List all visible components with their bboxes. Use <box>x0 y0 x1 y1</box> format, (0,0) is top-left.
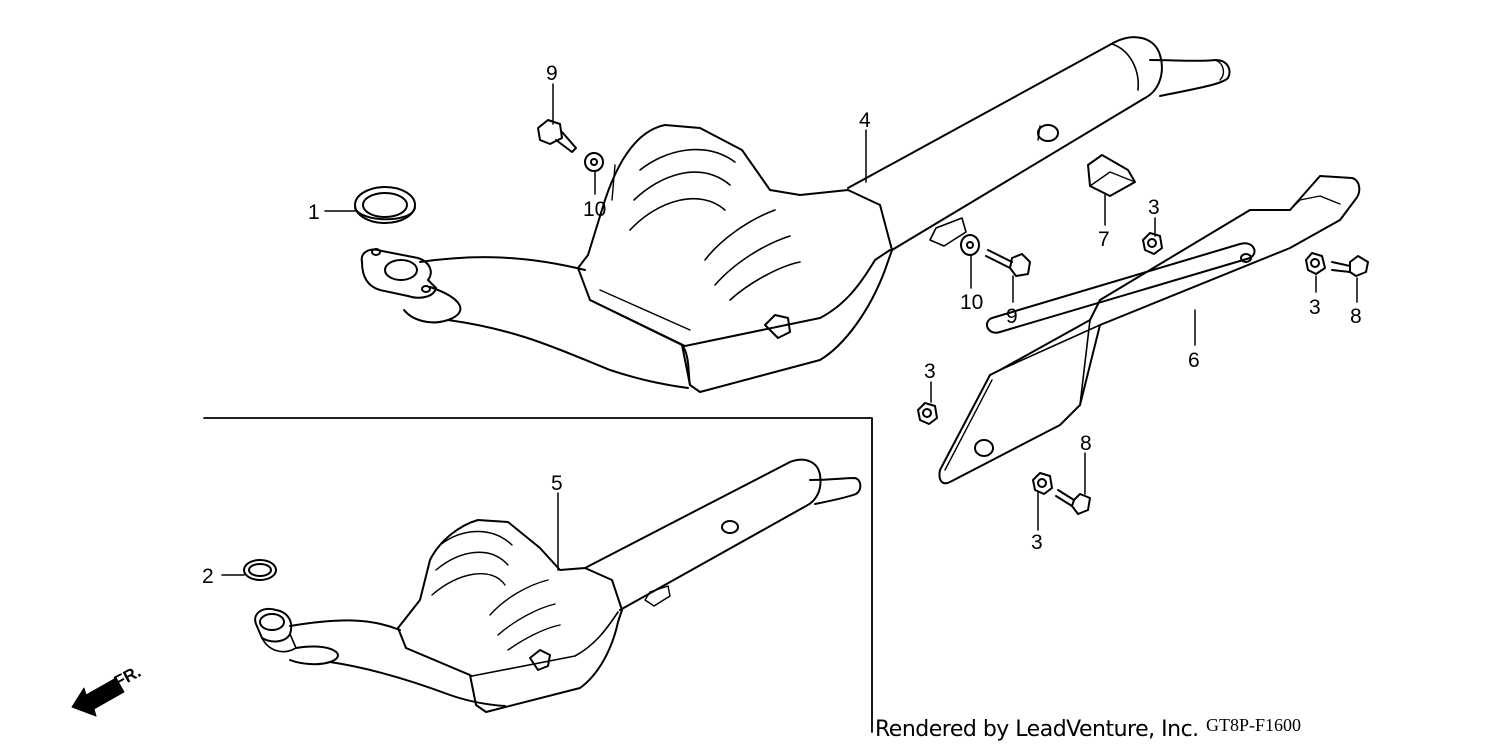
callout-2: 2 <box>202 565 214 588</box>
callout-labels: 1 2 3 3 3 3 4 5 6 7 8 8 9 9 10 10 FR. <box>111 62 1362 692</box>
nut-3-b[interactable] <box>1305 252 1326 275</box>
callout-10: 10 <box>960 291 983 314</box>
muffler-assembly-alt[interactable] <box>254 458 862 713</box>
callout-1: 1 <box>308 201 320 224</box>
callout-9: 9 <box>546 62 558 85</box>
callout-3: 3 <box>1309 296 1321 319</box>
muffler-assembly-main[interactable] <box>360 36 1231 393</box>
bolt-8-upper[interactable] <box>1331 255 1369 277</box>
callout-8: 8 <box>1350 305 1362 328</box>
bolt-9-upper[interactable] <box>537 119 577 153</box>
washer-10-lower[interactable] <box>960 234 980 256</box>
render-credit: Rendered by LeadVenture, Inc. <box>875 717 1199 742</box>
muffler-protector-6[interactable] <box>938 175 1361 485</box>
callout-9: 9 <box>1006 305 1018 328</box>
callout-5: 5 <box>551 472 563 495</box>
front-direction-arrow <box>71 677 125 717</box>
bolt-9-lower[interactable] <box>985 249 1031 277</box>
callout-8: 8 <box>1080 432 1092 455</box>
inset-frame <box>203 417 873 733</box>
callout-10: 10 <box>583 198 606 221</box>
nut-3-c[interactable] <box>917 402 938 425</box>
gasket-1[interactable] <box>354 186 416 224</box>
callout-6: 6 <box>1188 349 1200 372</box>
callout-3: 3 <box>924 360 936 383</box>
washer-10-upper[interactable] <box>584 152 604 172</box>
callout-3: 3 <box>1031 531 1043 554</box>
diagram-code: GT8P-F1600 <box>1206 715 1302 735</box>
callout-7: 7 <box>1098 228 1110 251</box>
gasket-2[interactable] <box>243 559 277 581</box>
nut-3-d[interactable] <box>1032 472 1053 495</box>
callout-3: 3 <box>1148 196 1160 219</box>
nut-3-a[interactable] <box>1142 232 1163 255</box>
clip-nut-7[interactable] <box>1087 154 1136 197</box>
leader-lines <box>221 83 1358 576</box>
callout-4: 4 <box>859 109 871 132</box>
bolt-8-lower[interactable] <box>1055 489 1091 515</box>
